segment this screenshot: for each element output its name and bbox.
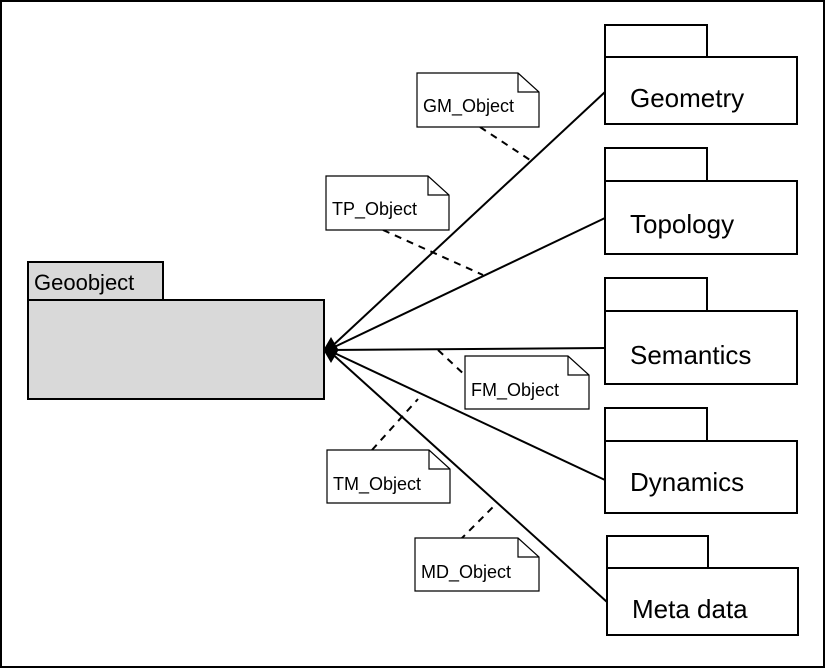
note-connector-md xyxy=(459,502,498,541)
package-topology: Topology xyxy=(604,147,798,255)
association-line-metadata xyxy=(327,349,608,603)
association-line-geometry xyxy=(327,91,606,351)
association-line-dynamics xyxy=(327,349,606,481)
geoobject-tab xyxy=(27,261,164,301)
package-label-geometry: Geometry xyxy=(630,83,744,113)
note-label-gm: GM_Object xyxy=(423,96,514,117)
aggregation-diamond xyxy=(323,337,339,363)
note-fold xyxy=(567,356,589,376)
note-tp-object: TP_Object xyxy=(325,175,450,231)
package-tab xyxy=(604,147,708,182)
note-fold xyxy=(517,538,539,558)
package-body xyxy=(604,56,798,125)
note-label-fm: FM_Object xyxy=(471,380,559,401)
note-label-tp: TP_Object xyxy=(332,199,417,220)
geoobject-label: Geoobject xyxy=(34,270,134,295)
package-label-semantics: Semantics xyxy=(630,340,751,370)
note-connector-gm xyxy=(479,126,531,161)
package-geometry: Geometry xyxy=(604,24,798,125)
note-shape xyxy=(464,355,590,410)
note-gm-object: GM_Object xyxy=(416,72,540,128)
package-metadata: Meta data xyxy=(606,535,799,636)
note-fm-object: FM_Object xyxy=(464,355,590,410)
package-semantics: Semantics xyxy=(604,277,798,385)
note-fold xyxy=(427,176,449,196)
note-fold xyxy=(428,450,450,470)
note-connector-fm xyxy=(437,349,469,379)
note-md-object: MD_Object xyxy=(414,537,540,592)
package-body xyxy=(604,440,798,514)
geoobject-package: Geoobject xyxy=(27,261,325,400)
package-body xyxy=(606,567,799,636)
package-body xyxy=(604,180,798,255)
package-label-metadata: Meta data xyxy=(632,594,748,624)
package-dynamics: Dynamics xyxy=(604,407,798,514)
package-tab xyxy=(604,24,708,58)
note-connector-tp xyxy=(382,229,484,276)
note-tm-object: TM_Object xyxy=(326,449,451,504)
package-tab xyxy=(604,407,708,442)
note-shape xyxy=(416,72,540,128)
note-label-tm: TM_Object xyxy=(333,474,421,495)
note-shape xyxy=(414,537,540,592)
note-shape xyxy=(326,449,451,504)
package-label-topology: Topology xyxy=(630,209,734,239)
note-shape xyxy=(325,175,450,231)
package-label-dynamics: Dynamics xyxy=(630,467,744,497)
note-connector-tm xyxy=(371,398,419,451)
association-line-semantics xyxy=(327,347,606,351)
package-tab xyxy=(604,277,708,312)
association-line-topology xyxy=(327,217,606,351)
package-body xyxy=(604,310,798,385)
package-tab xyxy=(606,535,709,569)
note-fold xyxy=(517,73,539,93)
note-label-md: MD_Object xyxy=(421,562,511,583)
geoobject-body xyxy=(27,299,325,400)
